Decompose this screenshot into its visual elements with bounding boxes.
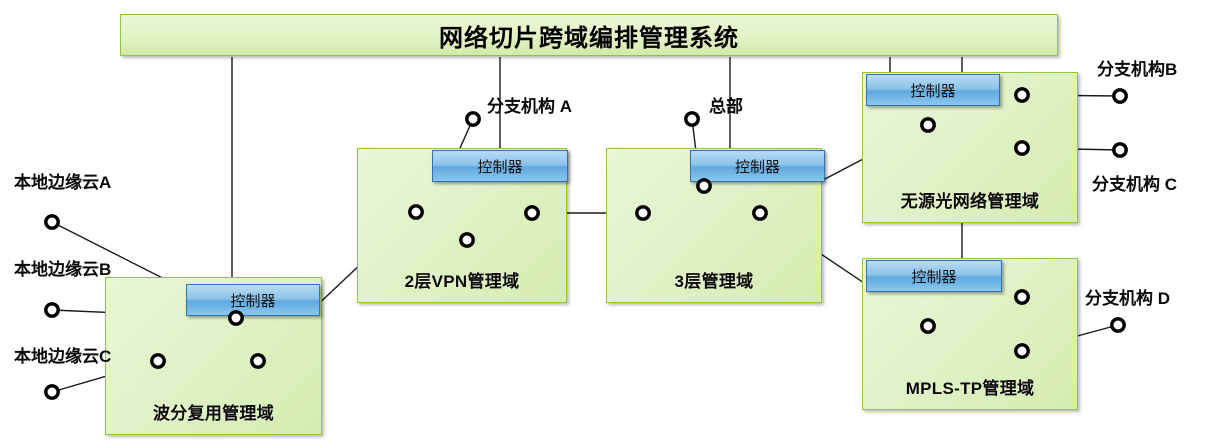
network-node-mt-n2[interactable] <box>1014 289 1030 305</box>
network-node-l2-n3[interactable] <box>524 205 540 221</box>
external-label-branch-a: 分支机构 A <box>487 97 572 116</box>
network-node-l3-n1[interactable] <box>635 205 651 221</box>
external-label-edge-a: 本地边缘云A <box>14 173 112 192</box>
controller-label: 控制器 <box>734 158 780 176</box>
endpoint-node-branch-c[interactable] <box>1112 142 1128 158</box>
external-label-hq: 总部 <box>709 97 743 116</box>
network-node-wdm-n2[interactable] <box>250 353 266 369</box>
system-title-bar: 网络切片跨域编排管理系统 <box>120 14 1058 56</box>
controller-box-l3[interactable]: 控制器 <box>690 150 825 182</box>
domain-label-wdm: 波分复用管理域 <box>152 404 275 423</box>
network-node-mt-n3[interactable] <box>1014 343 1030 359</box>
network-node-l2-n1[interactable] <box>408 204 424 220</box>
controller-label: 控制器 <box>230 292 276 310</box>
domain-label-pon: 无源光网络管理域 <box>900 192 1040 211</box>
controller-label: 控制器 <box>910 82 956 100</box>
endpoint-node-edge-a[interactable] <box>44 214 60 230</box>
controller-box-pon[interactable]: 控制器 <box>866 74 1000 106</box>
controller-box-mplstp[interactable]: 控制器 <box>866 260 1002 292</box>
endpoint-node-hq[interactable] <box>684 111 700 127</box>
network-node-pon-n3[interactable] <box>1014 140 1030 156</box>
network-node-wdm-n3[interactable] <box>228 310 244 326</box>
endpoint-node-edge-b[interactable] <box>44 302 60 318</box>
external-label-branch-b: 分支机构B <box>1097 60 1178 79</box>
endpoint-node-branch-d[interactable] <box>1110 317 1126 333</box>
controller-label: 控制器 <box>911 268 957 286</box>
external-label-edge-c: 本地边缘云C <box>14 347 112 366</box>
domain-label-l2vpn: 2层VPN管理域 <box>404 272 520 291</box>
network-node-mt-n1[interactable] <box>920 318 936 334</box>
network-node-pon-n2[interactable] <box>1014 87 1030 103</box>
external-label-edge-b: 本地边缘云B <box>14 260 112 279</box>
controller-label: 控制器 <box>477 158 523 176</box>
network-node-l2-n2[interactable] <box>459 232 475 248</box>
network-node-l3-n2[interactable] <box>696 178 712 194</box>
domain-label-l3: 3层管理域 <box>674 272 754 291</box>
endpoint-node-branch-b[interactable] <box>1112 88 1128 104</box>
external-label-branch-d: 分支机构 D <box>1085 289 1170 308</box>
network-node-pon-n1[interactable] <box>920 117 936 133</box>
endpoint-node-edge-c[interactable] <box>44 384 60 400</box>
network-node-l3-n3[interactable] <box>752 205 768 221</box>
network-node-wdm-n1[interactable] <box>150 353 166 369</box>
endpoint-node-branch-a[interactable] <box>465 111 481 127</box>
page-title: 网络切片跨域编排管理系统 <box>439 24 739 52</box>
controller-box-l2vpn[interactable]: 控制器 <box>432 150 568 182</box>
domain-label-mplstp: MPLS-TP管理域 <box>905 379 1035 398</box>
external-label-branch-c: 分支机构 C <box>1092 175 1177 194</box>
controller-box-wdm[interactable]: 控制器 <box>186 284 320 316</box>
